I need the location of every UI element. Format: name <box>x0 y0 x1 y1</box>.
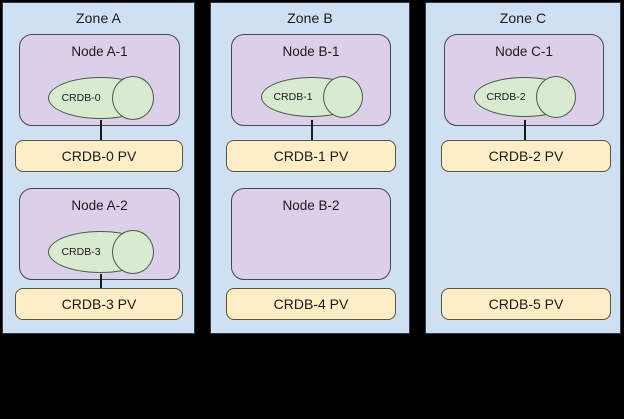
node-a-2-title: Node A-2 <box>71 198 128 213</box>
zone-panel-a[interactable]: Zone A Node A-1 CRDB-0 CRDB-0 PV Node A-… <box>2 2 195 334</box>
pod-crdb-1[interactable]: CRDB-1 <box>261 76 363 118</box>
pod-crdb-2[interactable]: CRDB-2 <box>474 76 576 118</box>
pod-crdb-3-label: CRDB-3 <box>61 246 101 258</box>
connector-node-a-2-to-crdb-3-pv <box>100 274 102 296</box>
pod-crdb-0-label: CRDB-0 <box>61 92 101 104</box>
connector-node-a-1-to-crdb-0-pv <box>100 120 102 142</box>
pod-crdb-3-cap <box>112 230 154 274</box>
pod-crdb-3[interactable]: CRDB-3 <box>48 230 154 274</box>
zone-a-title: Zone A <box>76 10 121 26</box>
pod-crdb-0[interactable]: CRDB-0 <box>48 76 154 120</box>
pod-crdb-1-cap <box>323 76 363 118</box>
pv-crdb-2[interactable]: CRDB-2 PV <box>441 140 611 172</box>
zone-panel-b[interactable]: Zone B Node B-1 CRDB-1 CRDB-1 PV Node B-… <box>210 2 410 334</box>
pod-crdb-0-cap <box>112 76 154 120</box>
node-b-2-title: Node B-2 <box>282 198 340 213</box>
pod-crdb-2-label: CRDB-2 <box>486 91 526 103</box>
node-a-1[interactable]: Node A-1 CRDB-0 <box>19 34 180 126</box>
node-a-2[interactable]: Node A-2 CRDB-3 <box>19 188 180 280</box>
pv-crdb-0[interactable]: CRDB-0 PV <box>15 140 183 172</box>
pod-crdb-2-cap <box>536 76 576 118</box>
pv-crdb-5[interactable]: CRDB-5 PV <box>441 288 611 320</box>
node-b-1[interactable]: Node B-1 CRDB-1 <box>231 34 391 126</box>
zone-c-title: Zone C <box>499 10 547 26</box>
node-b-2[interactable]: Node B-2 <box>231 188 391 280</box>
node-a-1-title: Node A-1 <box>71 44 128 59</box>
connector-node-c-1-to-crdb-2-pv <box>524 120 526 142</box>
pv-crdb-1[interactable]: CRDB-1 PV <box>226 140 396 172</box>
node-b-1-title: Node B-1 <box>282 44 340 59</box>
pv-crdb-3[interactable]: CRDB-3 PV <box>15 288 183 320</box>
node-c-1-title: Node C-1 <box>495 44 553 59</box>
pv-crdb-4[interactable]: CRDB-4 PV <box>226 288 396 320</box>
zone-b-title: Zone B <box>287 10 333 26</box>
node-c-1[interactable]: Node C-1 CRDB-2 <box>444 34 604 126</box>
connector-node-b-1-to-crdb-1-pv <box>311 120 313 142</box>
zone-panel-c[interactable]: Zone C Node C-1 CRDB-2 CRDB-2 PV CRDB-5 … <box>425 2 621 334</box>
pod-crdb-1-label: CRDB-1 <box>273 91 313 103</box>
